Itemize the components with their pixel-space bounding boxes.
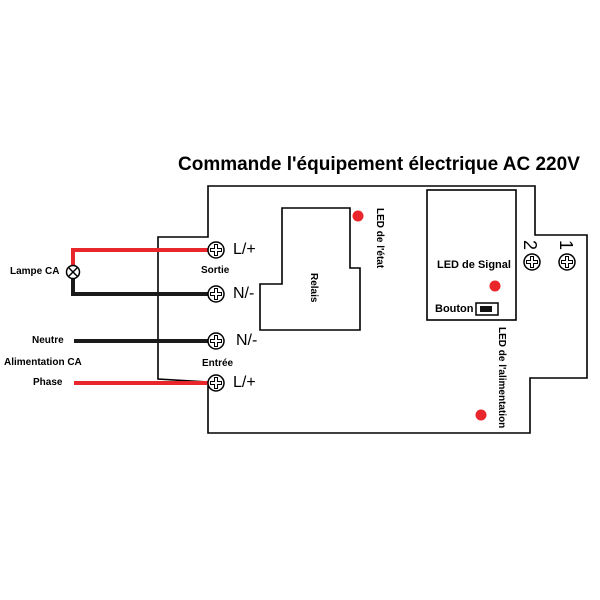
terminal-in-l bbox=[207, 374, 225, 392]
connector-2-label: 2 bbox=[520, 240, 540, 251]
terminal-out-l bbox=[207, 241, 225, 259]
terminal-out-l-label: L/+ bbox=[233, 241, 256, 258]
terminal-out-n bbox=[207, 285, 225, 303]
terminal-out-n-label: N/- bbox=[233, 285, 255, 302]
terminal-in-l-label: L/+ bbox=[233, 374, 256, 391]
led-etat-label: LED de l'état bbox=[374, 208, 385, 269]
alimentation-label: Alimentation CA bbox=[4, 357, 82, 368]
sortie-label: Sortie bbox=[201, 265, 230, 276]
board-outline bbox=[157, 185, 588, 434]
phase-label: Phase bbox=[33, 377, 63, 388]
relais-label: Relais bbox=[308, 273, 319, 303]
terminal-in-n bbox=[207, 332, 225, 350]
button-knob bbox=[480, 306, 492, 312]
lamp-icon bbox=[65, 264, 81, 280]
relay-block bbox=[259, 207, 361, 331]
neutre-label: Neutre bbox=[32, 335, 64, 346]
wire-lamp-neutral bbox=[71, 278, 213, 296]
connector-2-icon bbox=[523, 253, 541, 271]
led-signal-label: LED de Signal bbox=[437, 259, 511, 271]
led-alimentation-icon bbox=[475, 409, 487, 421]
wire-lamp-live bbox=[71, 248, 213, 266]
bouton-label: Bouton bbox=[435, 303, 474, 315]
led-etat-icon bbox=[352, 210, 364, 222]
led-alimentation-label: LED de l'alimentation bbox=[496, 327, 507, 429]
signal-module bbox=[426, 189, 517, 321]
connector-1-label: 1 bbox=[556, 240, 576, 251]
led-signal-icon bbox=[489, 280, 501, 292]
terminal-in-n-label: N/- bbox=[236, 332, 258, 349]
connector-1-icon bbox=[558, 253, 576, 271]
lamp-label: Lampe CA bbox=[10, 266, 60, 277]
entree-label: Entrée bbox=[202, 358, 234, 369]
diagram-title: Commande l'équipement électrique AC 220V bbox=[178, 154, 580, 175]
